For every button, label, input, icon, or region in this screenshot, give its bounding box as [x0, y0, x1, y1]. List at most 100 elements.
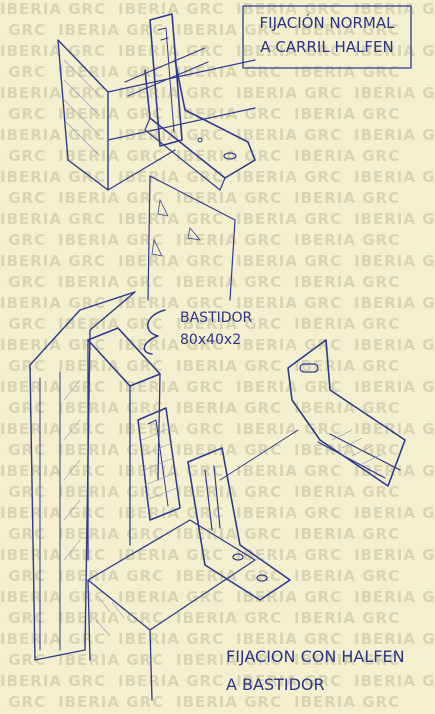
watermark-text: IBERIA GRC [0, 210, 106, 228]
watermark-text: IBERIA GRC [236, 252, 342, 270]
watermark-text: IBERIA GRC [294, 189, 400, 207]
watermark-text: IBERIA GRC [118, 504, 224, 522]
watermark-text: IBERIA GRC [236, 42, 342, 60]
watermark-text: IBERIA GRC [236, 0, 342, 18]
watermark-text: IBERIA GRC [0, 252, 106, 270]
watermark-text: IBERIA GRC [176, 609, 282, 627]
watermark-text: IBERIA GRC [0, 231, 46, 249]
watermark-text: IBERIA GRC [294, 105, 400, 123]
watermark-text: IBERIA GRC [0, 567, 46, 585]
watermark-text: IBERIA GRC [118, 294, 224, 312]
watermark-text: IBERIA GRC [0, 315, 46, 333]
callout-line-1: BASTIDOR [180, 310, 253, 326]
title-line-2: A CARRIL HALFEN [260, 38, 393, 56]
watermark-text: IBERIA GRC [0, 105, 46, 123]
watermark-text: IBERIA GRC [176, 21, 282, 39]
watermark-text: IBERIA GRC [118, 378, 224, 396]
watermark-text: IBERIA GRC [354, 462, 435, 480]
watermark-text: IBERIA GRC [354, 546, 435, 564]
watermark-text: IBERIA GRC [354, 126, 435, 144]
watermark-text: IBERIA GRC [0, 168, 106, 186]
watermark-text: IBERIA GRC [236, 84, 342, 102]
watermark-text: IBERIA GRC [354, 294, 435, 312]
watermark-text: IBERIA GRC [58, 231, 164, 249]
watermark-text: IBERIA GRC [354, 42, 435, 60]
watermark-text: IBERIA GRC [236, 546, 342, 564]
watermark-text: IBERIA GRC [176, 441, 282, 459]
watermark-text: IBERIA GRC [176, 651, 282, 669]
watermark-text: IBERIA GRC [176, 357, 282, 375]
watermark-text: IBERIA GRC [294, 147, 400, 165]
watermark-text: IBERIA GRC [58, 567, 164, 585]
watermark-text: IBERIA GRC [118, 672, 224, 690]
watermark-text: IBERIA GRC [0, 42, 106, 60]
watermark-text: IBERIA GRC [294, 567, 400, 585]
watermark-text: IBERIA GRC [58, 189, 164, 207]
watermark-text: IBERIA GRC [176, 399, 282, 417]
watermark-text: IBERIA GRC [354, 504, 435, 522]
watermark-text: IBERIA GRC [0, 588, 106, 606]
watermark-text: IBERIA GRC [236, 630, 342, 648]
watermark-text: IBERIA GRC [0, 378, 106, 396]
watermark-text: IBERIA GRC [0, 672, 106, 690]
watermark-text: IBERIA GRC [0, 21, 46, 39]
watermark-text: IBERIA GRC [176, 273, 282, 291]
watermark-text: IBERIA GRC [354, 672, 435, 690]
watermark-text: IBERIA GRC [58, 21, 164, 39]
watermark-text: IBERIA GRC [176, 525, 282, 543]
watermark-text: IBERIA GRC [118, 42, 224, 60]
watermark-text: IBERIA GRC [118, 210, 224, 228]
watermark-text: IBERIA GRC [236, 462, 342, 480]
watermark-text: IBERIA GRC [354, 84, 435, 102]
top-detail-drawing [57, 13, 256, 301]
watermark-text: IBERIA GRC [176, 567, 282, 585]
watermark-text: IBERIA GRC [0, 84, 106, 102]
watermark-text: IBERIA GRC [0, 273, 46, 291]
watermark-text: IBERIA GRC [294, 63, 400, 81]
watermark-text: IBERIA GRC [294, 357, 400, 375]
watermark-text: IBERIA GRC [294, 273, 400, 291]
title-box: FIJACIÓN NORMAL A CARRIL HALFEN [242, 5, 412, 69]
watermark-text: IBERIA GRC [0, 294, 106, 312]
watermark-text: IBERIA GRC [294, 483, 400, 501]
watermark-text: IBERIA GRC [176, 315, 282, 333]
watermark-text: IBERIA GRC [0, 336, 106, 354]
watermark-text: IBERIA GRC [294, 441, 400, 459]
watermark-text: IBERIA GRC [354, 168, 435, 186]
watermark-text: IBERIA GRC [354, 336, 435, 354]
watermark-text: IBERIA GRC [58, 399, 164, 417]
watermark-text: IBERIA GRC [0, 462, 106, 480]
watermark-text: IBERIA GRC [58, 357, 164, 375]
title-line-1: FIJACIÓN NORMAL [260, 13, 396, 32]
watermark-text: IBERIA GRC [0, 630, 106, 648]
watermark-text: IBERIA GRC [236, 294, 342, 312]
watermark-text: IBERIA GRC [0, 399, 46, 417]
watermark-text: IBERIA GRC [236, 336, 342, 354]
watermark-text: IBERIA GRC [354, 252, 435, 270]
watermark-text: IBERIA GRC [118, 630, 224, 648]
caption: FIJACION CON HALFEN A BASTIDOR [226, 647, 405, 694]
watermark-text: IBERIA GRC [58, 105, 164, 123]
watermark-text: IBERIA GRC [0, 651, 46, 669]
caption-line-1: FIJACION CON HALFEN [226, 647, 405, 666]
watermark-text: IBERIA GRC [354, 0, 435, 18]
watermark-text: IBERIA GRC [58, 147, 164, 165]
watermark-text: IBERIA GRC [354, 420, 435, 438]
watermark-text: IBERIA GRC [236, 672, 342, 690]
watermark-text: IBERIA GRC [0, 63, 46, 81]
watermark-text: IBERIA GRC [236, 504, 342, 522]
watermark-text: IBERIA GRC [176, 147, 282, 165]
watermark-text: IBERIA GRC [0, 693, 46, 711]
watermark-text: IBERIA GRC [236, 210, 342, 228]
watermark-text: IBERIA GRC [354, 210, 435, 228]
watermark-text: IBERIA GRC [294, 399, 400, 417]
watermark-text: IBERIA GRC [294, 609, 400, 627]
watermark-text: IBERIA GRC [118, 588, 224, 606]
watermark-text: IBERIA GRC [236, 168, 342, 186]
watermark-text: IBERIA GRC [0, 420, 106, 438]
watermark-text: IBERIA GRC [118, 168, 224, 186]
watermark-text: IBERIA GRC [118, 546, 224, 564]
watermark-text: IBERIA GRC [0, 357, 46, 375]
